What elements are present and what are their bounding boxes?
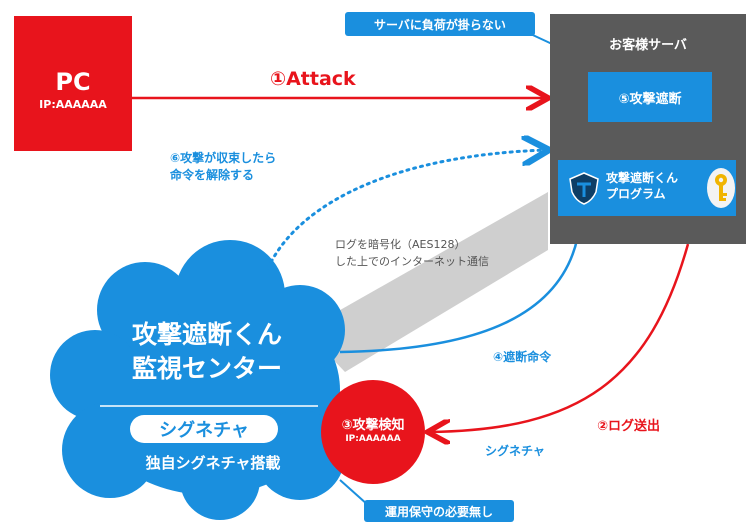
block-command-label: ④遮断命令 bbox=[493, 350, 552, 364]
pc-ip: IP:AAAAAA bbox=[39, 98, 107, 111]
release-label-line1: ⑥攻撃が収束したら bbox=[170, 151, 277, 165]
attack-label: ①Attack bbox=[270, 68, 356, 90]
log-send-arrow bbox=[430, 243, 690, 432]
program-box: 攻撃遮断くん プログラム bbox=[558, 160, 736, 216]
callout-pointer-bottom bbox=[339, 479, 369, 506]
server-title: お客様サーバ bbox=[609, 38, 687, 53]
monitoring-center-title-line1: 攻撃遮断くん bbox=[132, 320, 283, 349]
program-label-line2: プログラム bbox=[606, 187, 666, 201]
callout-no-server-load: サーバに負荷が掛らない bbox=[345, 12, 535, 36]
program-label: 攻撃遮断くん プログラム bbox=[606, 170, 678, 202]
encrypted-tunnel-band bbox=[305, 192, 548, 372]
program-label-line1: 攻撃遮断くん bbox=[606, 171, 679, 185]
attack-detection-title: ③攻撃検知 bbox=[341, 418, 405, 433]
customer-server: お客様サーバ ⑤攻撃遮断 攻撃遮断くん プログラム bbox=[550, 14, 746, 244]
attack-detection-ip: IP:AAAAAA bbox=[345, 434, 401, 444]
pc-title: PC bbox=[55, 68, 91, 96]
signature-carry-text: 独自シグネチャ搭載 bbox=[145, 454, 281, 472]
shield-icon bbox=[569, 172, 599, 205]
pc-node: PC IP:AAAAAA bbox=[14, 16, 132, 151]
log-send-label: ②ログ送出 bbox=[597, 419, 661, 434]
attack-detection-badge: ③攻撃検知 IP:AAAAAA bbox=[321, 380, 425, 484]
encryption-label: ログを暗号化（AES128） した上でのインターネット通信 bbox=[335, 236, 489, 270]
release-arrow bbox=[266, 150, 546, 270]
release-label-line2: 命令を解除する bbox=[170, 168, 255, 182]
key-icon bbox=[707, 168, 735, 208]
encryption-label-line1: ログを暗号化（AES128） bbox=[335, 238, 466, 251]
monitoring-center-title-line2: 監視センター bbox=[132, 354, 283, 383]
signature-pill: シグネチャ bbox=[130, 415, 278, 443]
signature-flow-label: シグネチャ bbox=[485, 444, 545, 458]
encryption-label-line2: した上でのインターネット通信 bbox=[335, 255, 489, 268]
block-box: ⑤攻撃遮断 bbox=[588, 72, 712, 122]
callout-no-maintenance: 運用保守の必要無し bbox=[364, 500, 514, 522]
release-label: ⑥攻撃が収束したら 命令を解除する bbox=[170, 150, 276, 184]
block-command-arrow bbox=[339, 222, 580, 354]
monitoring-center-title: 攻撃遮断くん 監視センター bbox=[132, 318, 332, 386]
